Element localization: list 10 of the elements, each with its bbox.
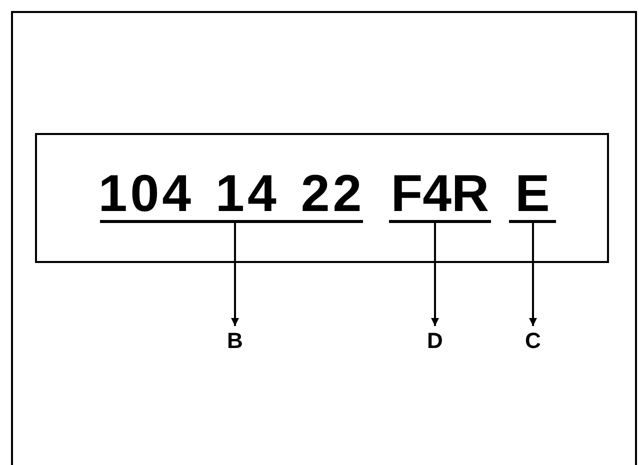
callout-letter: D	[423, 328, 447, 354]
callout-letter: C	[521, 328, 545, 354]
underlined-code: F4R	[389, 165, 491, 223]
callout-letter: B	[223, 328, 247, 354]
label-box	[35, 133, 609, 263]
underlined-code: E	[509, 165, 556, 223]
arrow	[529, 223, 537, 326]
underlined-code: 104 14 22	[100, 165, 363, 223]
arrow	[231, 223, 239, 326]
arrow	[431, 223, 439, 326]
